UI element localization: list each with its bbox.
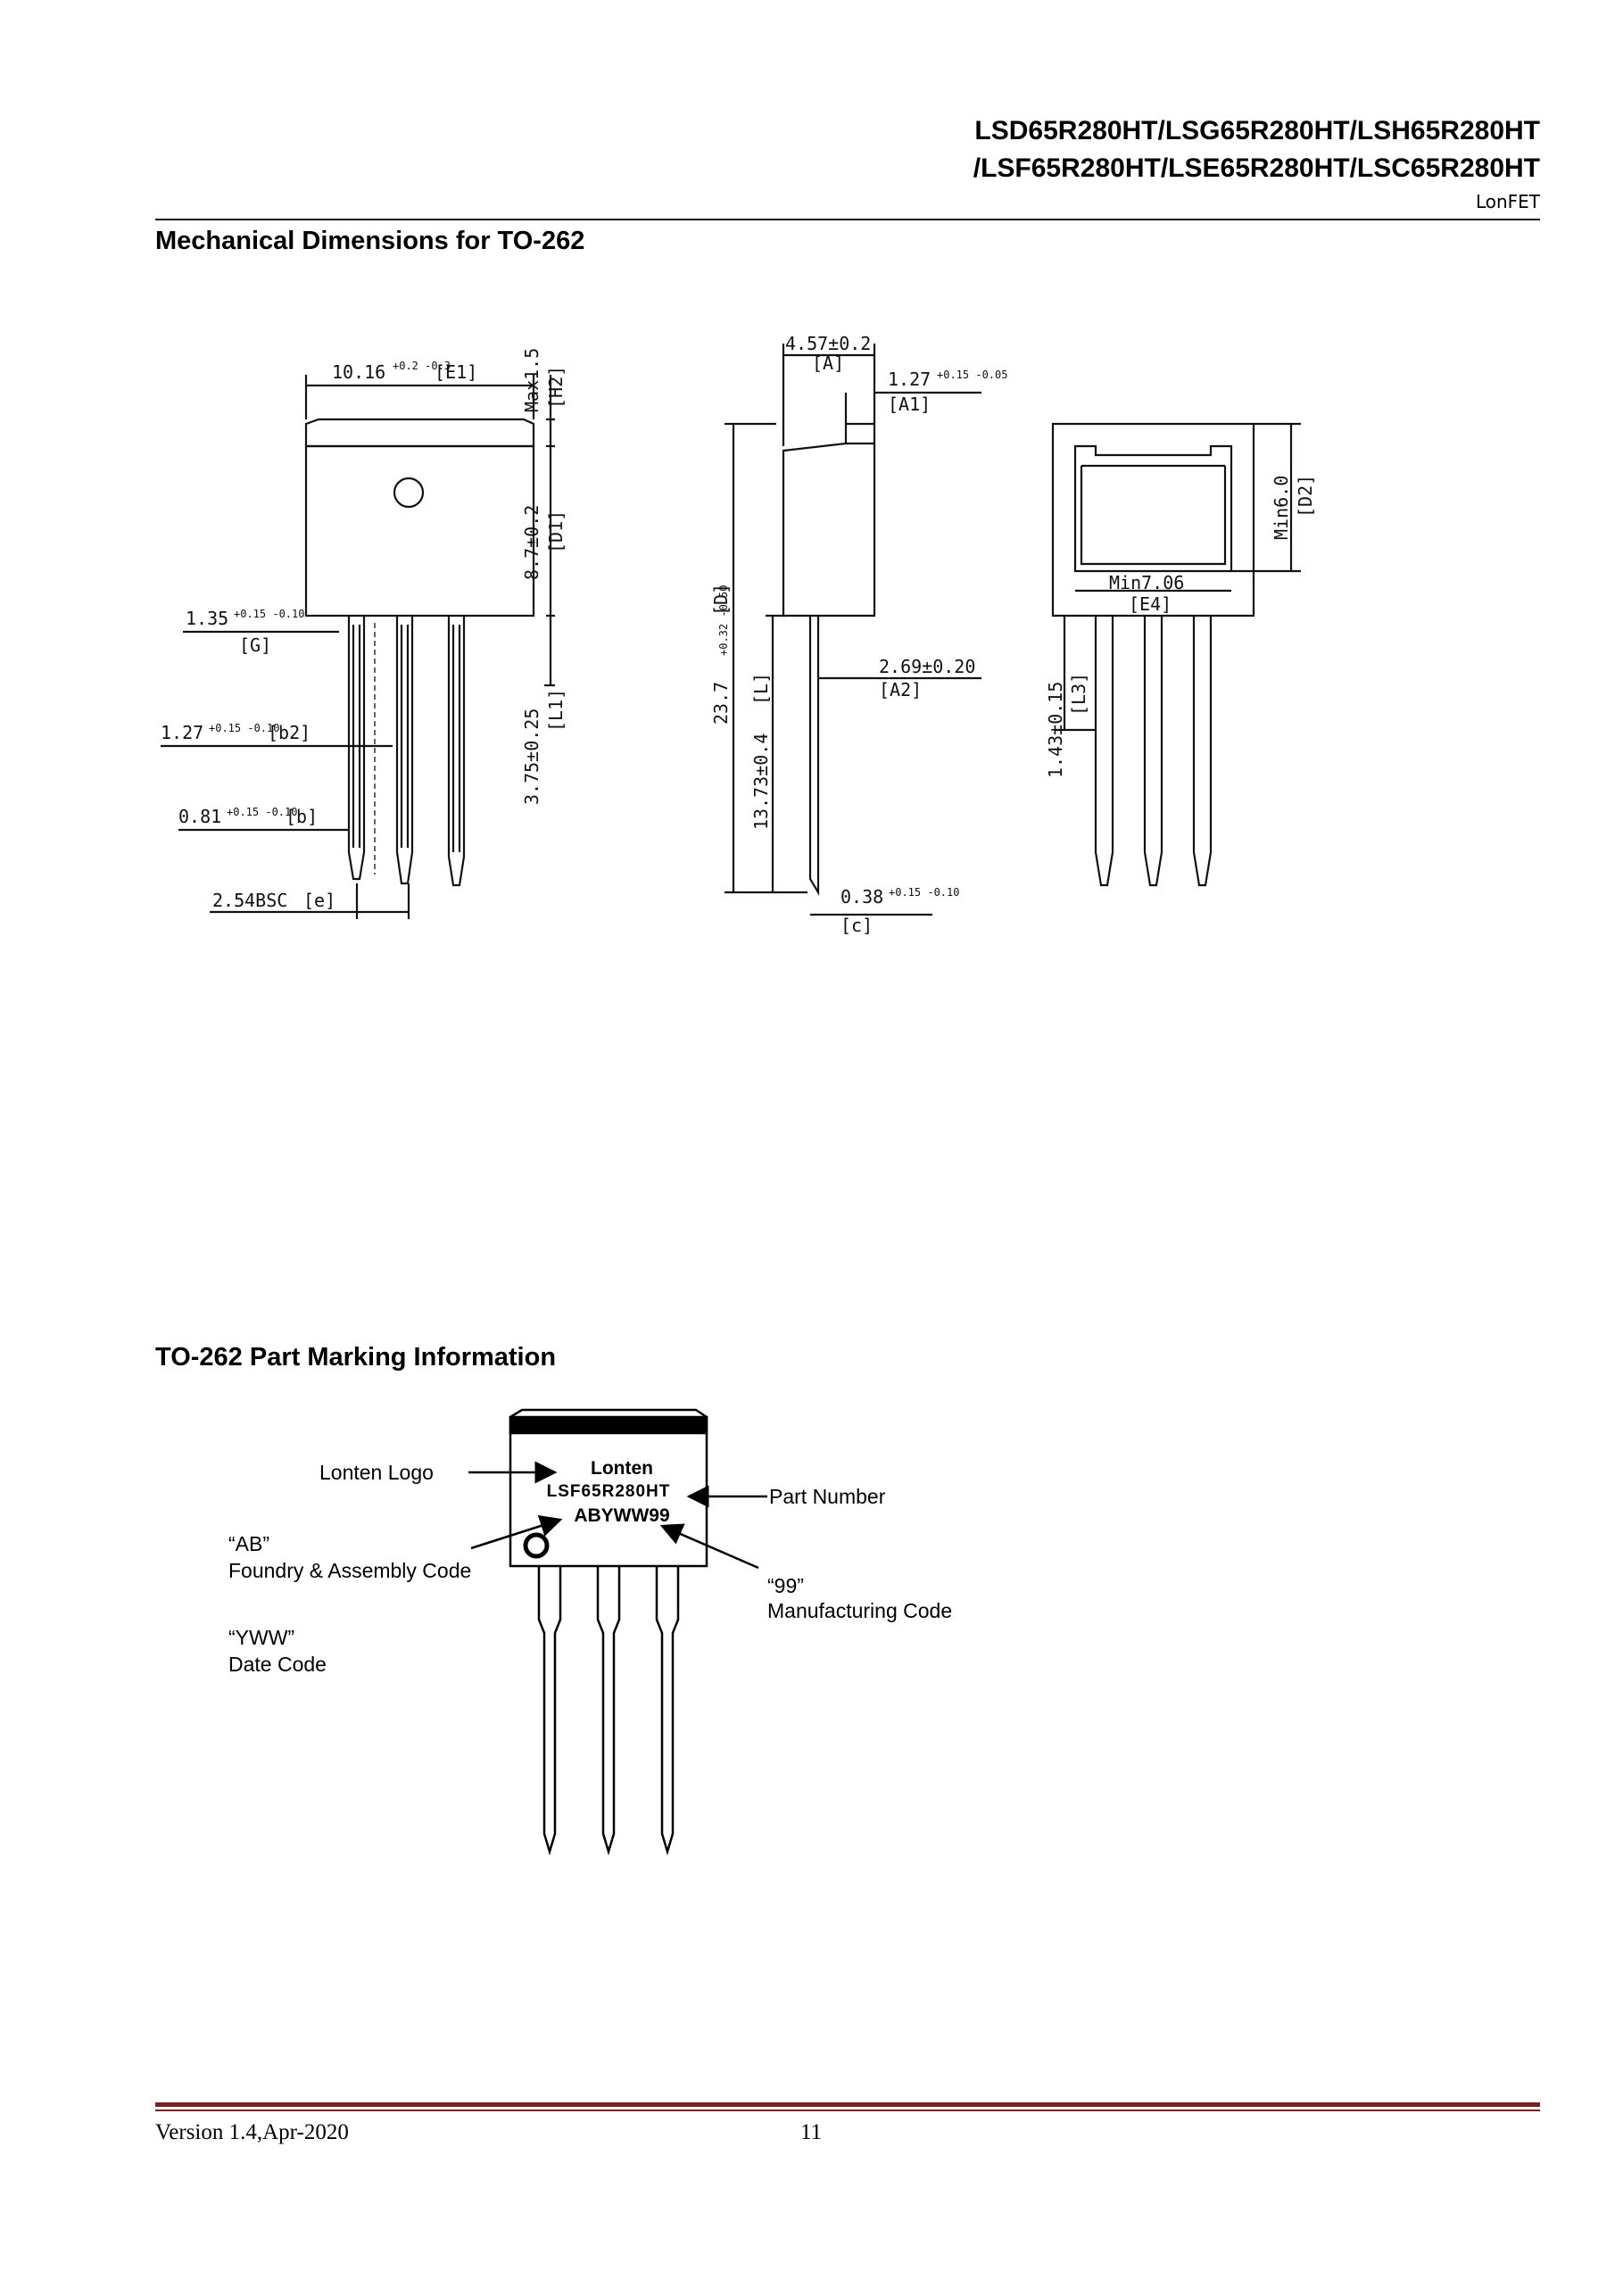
footer-page-number: 11 bbox=[800, 2120, 823, 2144]
dim-c: 0.38 bbox=[840, 886, 883, 908]
dim-A2-code: [A2] bbox=[879, 679, 922, 700]
chip-logo-text: Lonten bbox=[591, 1458, 653, 1479]
header-part-numbers-line2: /LSF65R280HT/LSE65R280HT/LSC65R280HT bbox=[973, 153, 1540, 183]
dim-b: 0.81 bbox=[178, 806, 221, 827]
dim-b-tol: +0.15 -0.10 bbox=[227, 806, 297, 818]
dim-c-code: [c] bbox=[840, 915, 873, 936]
dim-b-code: [b] bbox=[286, 806, 318, 827]
callout-yww-desc: Date Code bbox=[228, 1653, 327, 1676]
dim-G-tol: +0.15 -0.10 bbox=[234, 608, 304, 620]
dim-G-code: [G] bbox=[239, 634, 271, 656]
dim-D1: 8.7±0.2 bbox=[521, 505, 542, 580]
dim-E1-tol: +0.2 -0.3 bbox=[393, 360, 451, 372]
chip-part-number: LSF65R280HT bbox=[546, 1482, 671, 1501]
callout-part-number: Part Number bbox=[769, 1485, 886, 1508]
dim-A1-tol: +0.15 -0.05 bbox=[937, 369, 1007, 381]
dim-c-tol: +0.15 -0.10 bbox=[889, 886, 959, 899]
dim-A1-code: [A1] bbox=[888, 394, 931, 415]
dim-L1-code: [L1] bbox=[545, 689, 567, 732]
callout-ab-desc: Foundry & Assembly Code bbox=[228, 1559, 472, 1582]
header-rule bbox=[155, 219, 1540, 220]
dim-D: 23.7 bbox=[710, 682, 732, 725]
mechanical-section-title: Mechanical Dimensions for TO-262 bbox=[155, 227, 585, 255]
dim-b2-tol: +0.15 -0.10 bbox=[209, 722, 279, 734]
callout-lonten-logo: Lonten Logo bbox=[319, 1461, 434, 1484]
dim-D2: Min6.0 bbox=[1271, 476, 1292, 540]
footer-rule-thick bbox=[155, 2102, 1540, 2107]
dim-G: 1.35 bbox=[186, 608, 228, 629]
dim-E4: Min7.06 bbox=[1109, 572, 1184, 593]
dim-L3: 1.43±0.15 bbox=[1045, 682, 1066, 778]
callout-99-code: “99” bbox=[767, 1574, 804, 1597]
dim-L3-code: [L3] bbox=[1068, 673, 1089, 716]
to262-marking-drawing bbox=[468, 1408, 767, 1856]
dim-b2: 1.27 bbox=[161, 722, 203, 743]
header-brand: LonFET bbox=[1475, 191, 1540, 212]
dim-A-code: [A] bbox=[812, 352, 844, 374]
marking-section-title: TO-262 Part Marking Information bbox=[155, 1343, 557, 1372]
dim-H2: Max1.5 bbox=[521, 348, 542, 412]
callout-yww-code: “YWW” bbox=[228, 1626, 295, 1649]
dim-D-code: [D] bbox=[710, 584, 732, 616]
footer-version: Version 1.4,Apr-2020 bbox=[155, 2120, 349, 2144]
dim-L1: 3.75±0.25 bbox=[521, 709, 542, 805]
dim-A1: 1.27 bbox=[888, 369, 931, 390]
callout-ab-code: “AB” bbox=[228, 1532, 269, 1555]
dim-E1-code: [E1] bbox=[435, 361, 477, 383]
callout-99-desc: Manufacturing Code bbox=[767, 1599, 953, 1622]
dim-L-code: [L] bbox=[750, 673, 772, 705]
dim-e-code: [e] bbox=[303, 890, 335, 911]
dim-b2-code: [b2] bbox=[268, 722, 311, 743]
header-part-numbers-line1: LSD65R280HT/LSG65R280HT/LSH65R280HT bbox=[974, 116, 1540, 145]
chip-lot-code: ABYWW99 bbox=[574, 1505, 670, 1526]
dim-H2-code: [H2] bbox=[545, 366, 567, 409]
dim-A2: 2.69±0.20 bbox=[879, 656, 975, 677]
dim-e: 2.54BSC bbox=[212, 890, 287, 911]
dim-E4-code: [E4] bbox=[1129, 593, 1172, 615]
dim-D2-code: [D2] bbox=[1295, 475, 1316, 518]
dim-L: 13.73±0.4 bbox=[750, 734, 772, 830]
dim-D-tol: +0.32 -0.50 bbox=[717, 585, 730, 656]
to262-mechanical-drawing: 10.16 +0.2 -0.3 [E1] Max1.5 [H2] 8.7±0.2… bbox=[161, 333, 1316, 936]
dim-E1: 10.16 bbox=[332, 361, 385, 383]
dim-A: 4.57±0.2 bbox=[785, 333, 871, 354]
dim-D1-code: [D1] bbox=[545, 510, 567, 553]
footer-rule-thin bbox=[155, 2110, 1540, 2111]
